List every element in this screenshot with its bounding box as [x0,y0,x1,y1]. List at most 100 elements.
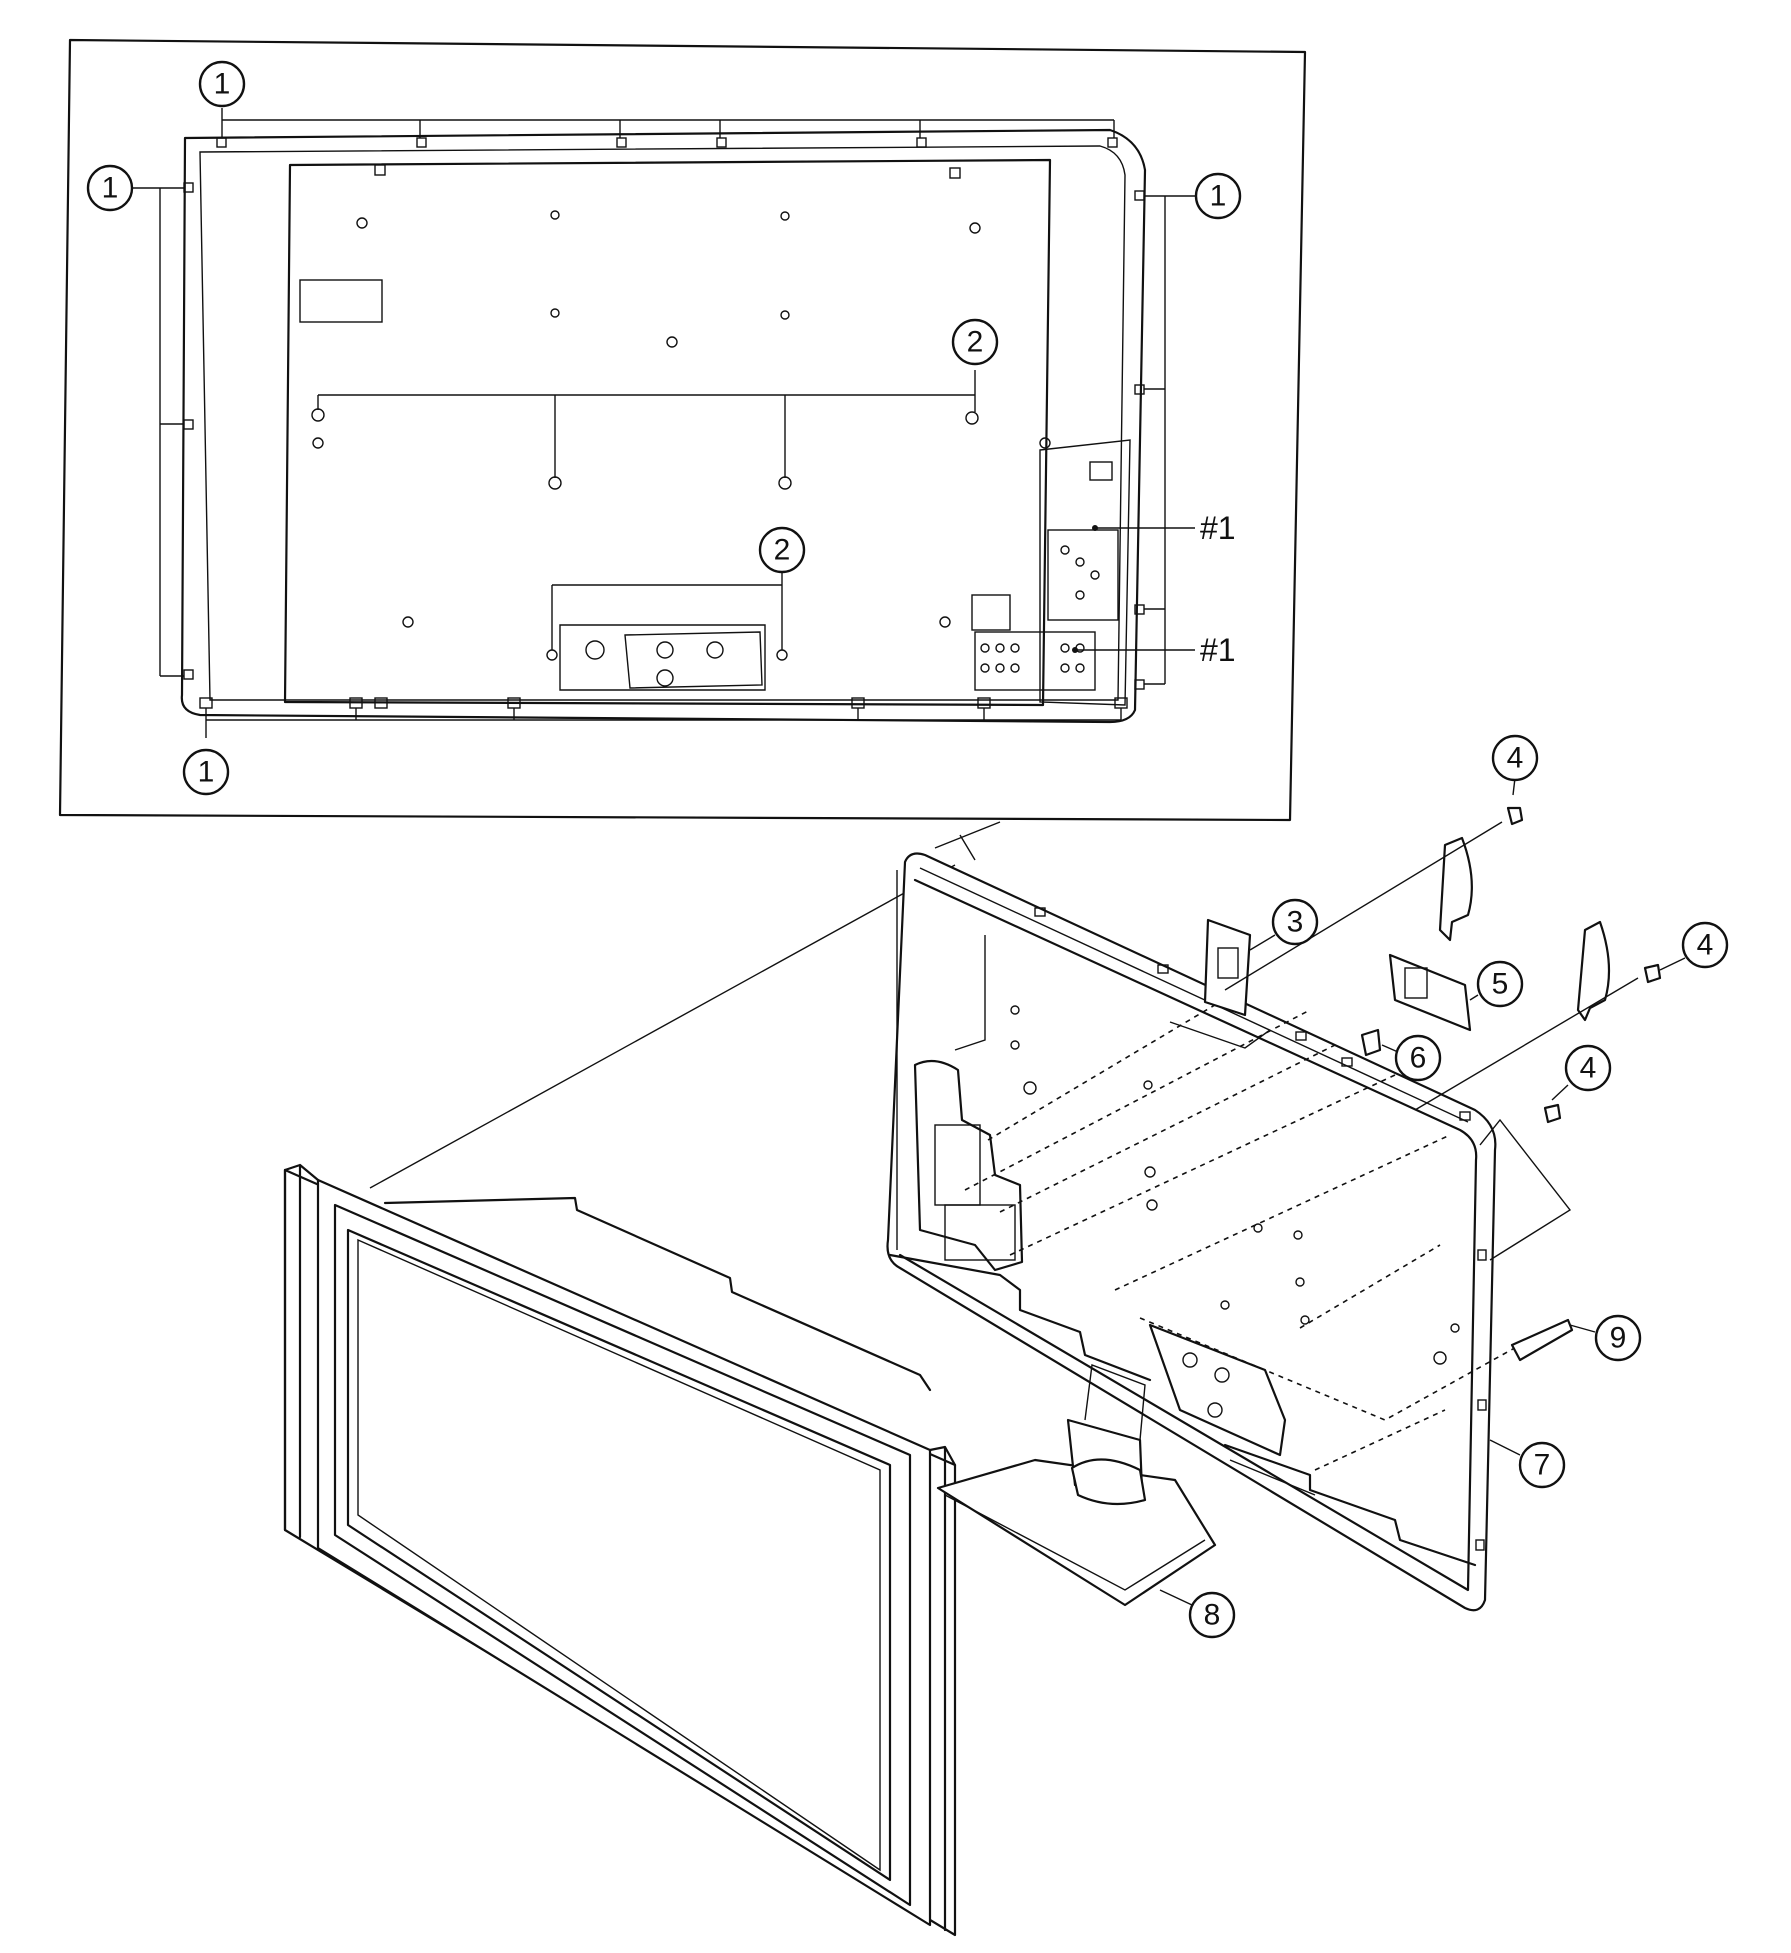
screw-hole [1253,1223,1263,1233]
panel-screen-inner [357,1238,881,1872]
callout-1-top-circle [198,60,246,108]
inset-av-terminal-board [974,631,1096,691]
callout-1-left-circle [86,164,134,212]
screw-hole [1143,1080,1153,1090]
callout-4-right-circle [1681,921,1729,969]
inset-leader-1-left [132,187,184,677]
jack [1075,590,1085,600]
part-4-screw-c [1543,1103,1562,1124]
inset-leader-2-bottom [551,565,783,650]
dashed-line [1314,1409,1446,1471]
callout-1-right: 1 [1194,172,1242,220]
rim-clip [1157,964,1169,974]
jack [1060,545,1070,555]
inset-bottom-terminal [559,624,766,691]
panel-bezel [316,1178,932,1927]
callout-4-right-label: 4 [1697,929,1714,962]
panel-bezel-inner [333,1203,912,1907]
panel-left-edge [283,1163,320,1539]
screw-hole [1144,1166,1156,1178]
dashed-line [1114,1134,1451,1291]
inset-leader-1-right [1144,195,1195,685]
leader-4b-line [1414,977,1639,1111]
screw-hole [1220,1300,1230,1310]
callout-1-bottom-circle [182,748,230,796]
rim-clip [1295,1031,1307,1041]
callout-1-left-label: 1 [102,172,119,205]
callout-4-lower-label: 4 [1580,1052,1597,1085]
inset-screws [311,210,1051,661]
callout-1-left: 1 [86,164,134,212]
part-5-jacks [1404,967,1428,999]
callout-4-top: 4 [1491,734,1539,782]
jack [995,663,1005,673]
inset-av-terminal-sub [971,594,1011,631]
callout-4-right: 4 [1681,921,1729,969]
cabinet-bottom-shelf [1223,1443,1477,1567]
jack [1075,663,1085,673]
callout-6-label: 6 [1410,1042,1427,1075]
hash1-label-upper: #1 [1200,510,1236,546]
callout-3-label: 3 [1287,906,1304,939]
rear-view-inset [58,38,1307,822]
inset-side-terminal-board [1047,529,1119,621]
callout-2-lower-label: 2 [774,534,791,567]
part-4-screw-a [1506,806,1524,826]
jack [1010,643,1020,653]
dashed-line [987,989,1241,1141]
jack [1090,570,1100,580]
screw [965,411,979,425]
callout-2-upper-circle [951,318,999,366]
screw [780,310,790,320]
callout-2-upper-label: 2 [967,326,984,359]
cabinet-bracket-hole [1207,1402,1223,1418]
callout-6: 6 [1394,1034,1442,1082]
dashed-line [1009,1074,1396,1256]
clip [1107,137,1118,148]
callout-5: 5 [1476,960,1524,1008]
leader-4b [1659,957,1686,971]
inset-bottom-jack [585,640,605,660]
cabinet-rim-clips [1034,907,1487,1551]
screw-hole [1450,1323,1460,1333]
screw [311,408,325,422]
inset-bottom-jack [656,641,674,659]
inset-label-plate [299,279,383,323]
hash1-label-lower: #1 [1200,632,1236,668]
inset-frame [58,38,1307,822]
callout-1-bottom: 1 [182,748,230,796]
callout-4-top-circle [1491,734,1539,782]
leader-3 [1249,934,1276,951]
inset-bottom-jack [656,669,674,687]
rim-clip [1034,907,1046,917]
screw [969,222,981,234]
panel-right-edge [928,1445,957,1932]
clip [1134,384,1145,395]
rim-clip [1341,1057,1353,1067]
part-3-shadow [1169,1021,1271,1049]
part-8-stand-base [936,1458,1217,1607]
rim-clip [1459,1111,1471,1121]
clip [916,137,927,148]
screw [356,217,368,229]
callout-2-lower: 2 [758,526,806,574]
callout-5-circle [1476,960,1524,1008]
inset-side-terminal-panel [1039,439,1131,706]
inset-rear-cover [283,158,1052,707]
clip [1134,190,1145,201]
callout-8: 8 [1188,1591,1236,1639]
callout-1-bottom-label: 1 [198,756,215,789]
screw [546,649,558,661]
part-5-av-board [1388,953,1472,1032]
leader-8 [1159,1589,1193,1606]
cabinet-bottom-shelf-2 [1229,1459,1316,1496]
callout-4-top-label: 4 [1507,742,1524,775]
jack [1060,663,1070,673]
parts-exploded [936,806,1662,1607]
cabinet-inner-rim [898,878,1478,1592]
clip [183,419,194,430]
leader-5 [1469,994,1479,1001]
screw [780,211,790,221]
screw-hole [1023,1081,1037,1095]
inset-rim-clips [183,137,1145,709]
